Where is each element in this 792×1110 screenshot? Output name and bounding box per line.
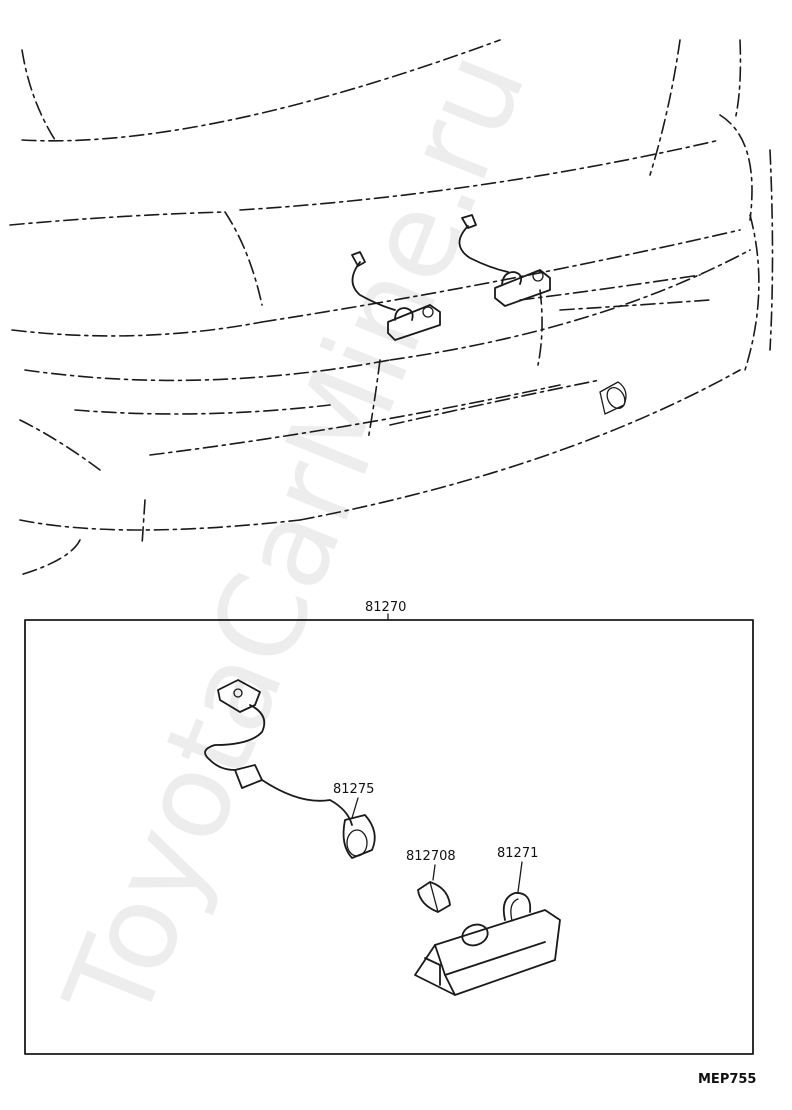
lens-housing — [414, 892, 561, 996]
bulb — [417, 881, 451, 913]
part-label-81275: 81275 — [333, 782, 374, 797]
assembly-label: 81270 — [365, 600, 406, 615]
diagram-code: MEP755 — [698, 1072, 756, 1087]
watermark: ToyotaCarMine.ru — [38, 33, 552, 1041]
vehicle-rear-outline — [9, 39, 774, 576]
part-label-81271: 81271 — [497, 846, 538, 861]
installed-lamp-left — [351, 251, 441, 341]
part-label-812708: 812708 — [406, 849, 456, 864]
installed-lamp-right — [458, 214, 551, 307]
assembly-frame — [24, 619, 754, 1055]
tail-pipe — [599, 381, 627, 415]
socket-and-wire — [204, 679, 376, 859]
